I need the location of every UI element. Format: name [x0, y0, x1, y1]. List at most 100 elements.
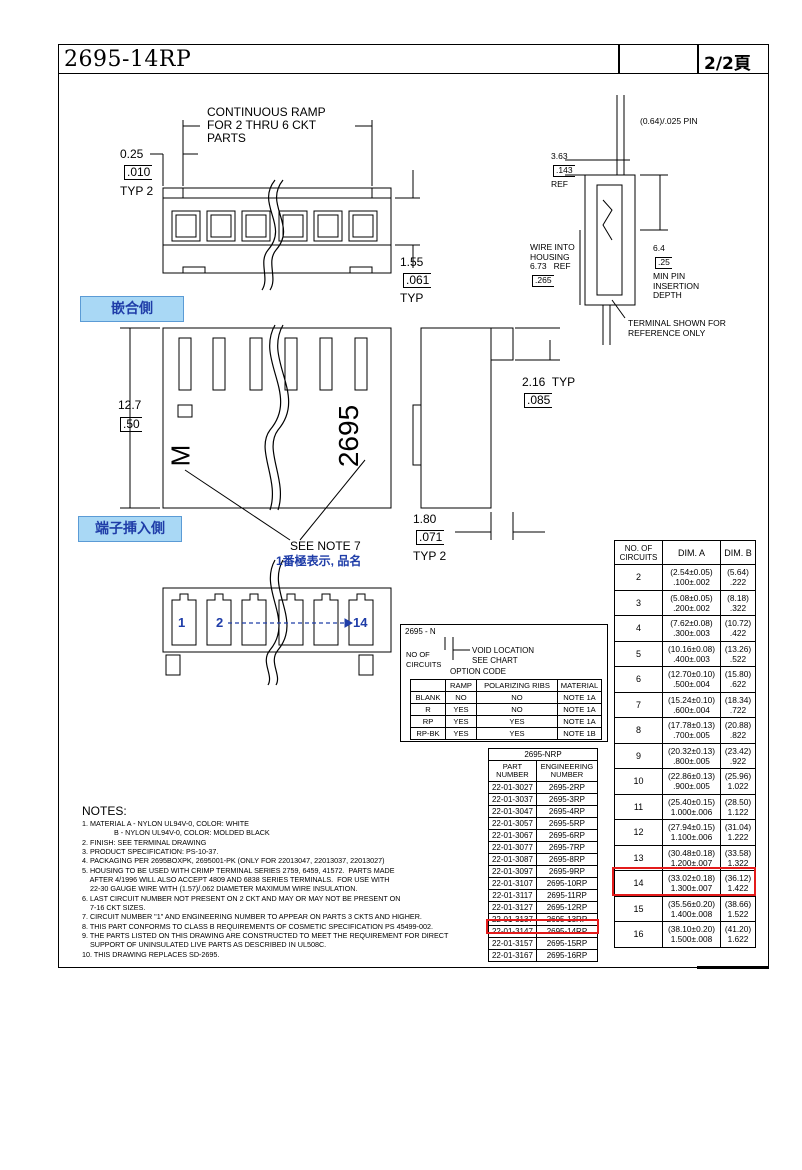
wire-into-label: WIRE INTO HOUSING 6.73 REF — [530, 242, 575, 271]
terminal-shown-label: TERMINAL SHOWN FOR REFERENCE ONLY — [628, 318, 726, 338]
dim-header: NO. OF CIRCUITS — [614, 540, 663, 565]
circuit-1-label: 1 — [178, 615, 186, 630]
cell: 2695-12RP — [535, 901, 599, 914]
cell: RP-BK — [410, 727, 446, 740]
table-row: 10(22.86±0.13) .900±.005(25.96) 1.022 — [614, 768, 756, 795]
cell: 22-01-3087 — [488, 853, 537, 866]
note-line: 9. THE PARTS LISTED ON THIS DRAWING ARE … — [82, 931, 449, 940]
cell: 16 — [614, 921, 663, 948]
cell: 22-01-3117 — [488, 889, 537, 902]
table-row: 8(17.78±0.13) .700±.005(20.88) .822 — [614, 717, 756, 744]
title-divider — [697, 44, 699, 74]
housing-mark-m: M — [165, 444, 196, 467]
cell: YES — [445, 727, 477, 740]
title-divider — [618, 44, 620, 74]
cell: (10.16±0.08) .400±.003 — [662, 640, 721, 667]
cell: (18.34) .722 — [720, 691, 756, 718]
cell: (35.56±0.20) 1.400±.008 — [662, 895, 721, 922]
option-code-label: OPTION CODE — [450, 667, 507, 676]
cell: 10 — [614, 768, 663, 795]
continuous-ramp-label: CONTINUOUS RAMP FOR 2 THRU 6 CKT PARTS — [207, 105, 326, 145]
terminal-side-label: 端子挿入側 — [78, 516, 182, 542]
side-view-housing — [584, 174, 636, 306]
cell: 7 — [614, 691, 663, 718]
typ2b-label: TYP 2 — [413, 549, 447, 563]
notes-title: NOTES: — [82, 804, 127, 818]
cell: NOTE 1A — [557, 691, 602, 704]
dim-50: .50 — [120, 417, 142, 432]
cell: 2695-8RP — [535, 853, 599, 866]
cell: 3 — [614, 589, 663, 616]
option-prefix: 2695 - N — [405, 627, 436, 636]
cell: (5.64) .222 — [720, 564, 756, 591]
cell: (2.54±0.05) .100±.002 — [662, 564, 721, 591]
cell: 9 — [614, 742, 663, 769]
table-row: 9(20.32±0.13) .800±.005(23.42) .922 — [614, 742, 756, 769]
dim-header: DIM. B — [720, 540, 756, 565]
cell: (25.96) 1.022 — [720, 768, 756, 795]
note-line: 7-16 CKT SIZES. — [82, 903, 146, 912]
dim-143: .143 — [553, 165, 575, 177]
cell: 2695-2RP — [535, 781, 599, 794]
dim-025: 0.25 — [120, 147, 144, 161]
cell: (22.86±0.13) .900±.005 — [662, 768, 721, 795]
cell: 12 — [614, 819, 663, 846]
note-line: B - NYLON UL94V-0, COLOR: MOLDED BLACK — [82, 828, 270, 837]
front-view-housing — [162, 327, 392, 509]
cell: (28.50) 1.122 — [720, 793, 756, 820]
cell: (15.24±0.10) .600±.004 — [662, 691, 721, 718]
part-header: PART NUMBER — [488, 760, 537, 782]
cell: NO — [476, 703, 558, 716]
part-number-table: 2695-NRP PART NUMBER ENGINEERING NUMBER … — [488, 748, 599, 962]
cell: RP — [410, 715, 446, 728]
dim-180: 1.80 — [413, 512, 437, 526]
cell: 22-01-3127 — [488, 901, 537, 914]
note-line: 4. PACKAGING PER 2695BOXPK, 2695001-PK (… — [82, 856, 385, 865]
table-row: 7(15.24±0.10) .600±.004(18.34) .722 — [614, 691, 756, 718]
dim-155: 1.55 — [400, 255, 424, 269]
table-row: 11(25.40±0.15) 1.000±.006(28.50) 1.122 — [614, 793, 756, 820]
part-header: ENGINEERING NUMBER — [535, 760, 599, 782]
cell: 2695-6RP — [535, 829, 599, 842]
cell: BLANK — [410, 691, 446, 704]
option-header: POLARIZING RIBS — [476, 679, 558, 692]
typ-label: TYP — [400, 291, 424, 305]
cell: 22-01-3167 — [488, 949, 537, 962]
circuit-14-label: 14 — [353, 615, 368, 630]
note-line: 5. HOUSING TO BE USED WITH CRIMP TERMINA… — [82, 866, 395, 875]
end-view-cavities — [171, 593, 374, 646]
cell: 22-01-3097 — [488, 865, 537, 878]
cell: (30.48±0.18) 1.200±.007 — [662, 844, 721, 871]
page-number: 2/2頁 — [704, 54, 751, 74]
front-view-slots — [178, 337, 368, 391]
cell: (41.20) 1.622 — [720, 921, 756, 948]
cell: 22-01-3057 — [488, 817, 537, 830]
cell: 22-01-3157 — [488, 937, 537, 950]
break-line — [261, 179, 277, 291]
cell: YES — [445, 703, 477, 716]
cell: 14 — [614, 870, 663, 897]
cell: YES — [476, 715, 558, 728]
cell: 15 — [614, 895, 663, 922]
cell: (7.62±0.08) .300±.003 — [662, 615, 721, 642]
cell: YES — [476, 727, 558, 740]
cell: R — [410, 703, 446, 716]
cell: 6 — [614, 666, 663, 693]
void-location: VOID LOCATION SEE CHART — [472, 646, 535, 665]
selected-circuit-highlight — [612, 867, 756, 896]
cell: 2695-11RP — [535, 889, 599, 902]
